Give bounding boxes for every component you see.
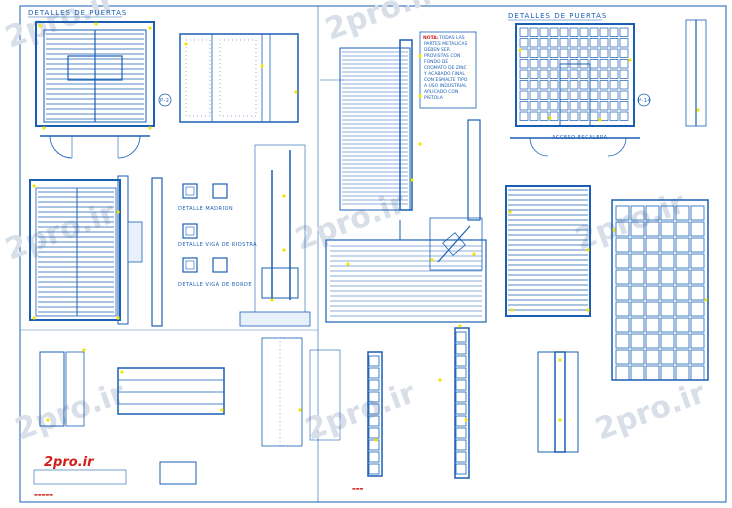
door-elevation-lower-left: [29, 175, 163, 327]
dimension-marker: [116, 316, 120, 320]
dimension-marker: [270, 298, 274, 302]
dimension-marker: [282, 248, 286, 252]
note-line-6: CROMATO DE ZINC: [424, 65, 467, 71]
bottom-left-details: [33, 351, 225, 485]
note-line-10: APLICADO CON: [424, 89, 458, 95]
dimension-marker: [294, 90, 298, 94]
dimension-marker: [374, 438, 378, 442]
dimension-marker: [282, 194, 286, 198]
watermark-5: 2pro.ir: [571, 185, 691, 257]
note-line-5: FONDO DE: [424, 59, 448, 65]
dimension-marker: [418, 142, 422, 146]
title-left: DETALLES DE PUERTAS: [28, 9, 127, 17]
dimension-marker: [558, 418, 562, 422]
section-mark-middle: ▬▬▬: [352, 486, 364, 491]
note-line-3: DEBEN SER: [424, 47, 450, 53]
door-section-top: [179, 33, 299, 123]
dimension-marker: [472, 252, 476, 256]
dimension-marker: [458, 324, 462, 328]
dimension-marker: [508, 210, 512, 214]
dimension-marker: [704, 298, 708, 302]
dimension-marker: [38, 24, 42, 28]
lower-middle-details: [261, 327, 579, 479]
dimension-marker: [430, 258, 434, 262]
beam-details: [182, 183, 228, 273]
dimension-marker: [464, 418, 468, 422]
dimension-marker: [510, 308, 514, 312]
logo: 2pro.ir: [44, 455, 95, 470]
label-detalle-viga-borde: DETALLE VIGA DE BORDE: [178, 282, 252, 288]
note-line-11: PISTOLA: [424, 95, 444, 101]
door-elevation-lower-right: [505, 185, 709, 381]
dimension-marker: [46, 418, 50, 422]
tag-p14: [637, 93, 651, 107]
dimension-marker: [42, 126, 46, 130]
dimension-marker: [586, 248, 590, 252]
dimension-marker: [148, 126, 152, 130]
column-section-middle: [429, 119, 483, 271]
svg-text:P-2: P-2: [160, 98, 169, 104]
note-line-2: PARTES METALICAS: [424, 41, 467, 47]
dimension-marker: [438, 378, 442, 382]
dimension-marker: [120, 370, 124, 374]
note-heading: NOTA:: [423, 35, 439, 41]
dimension-marker: [418, 94, 422, 98]
note-line-8: CON ESMALTE TIPO: [424, 77, 468, 83]
dimension-marker: [116, 210, 120, 214]
door-elevation-p2: P-2: [35, 21, 172, 159]
watermark-8: 2pro.ir: [591, 375, 711, 447]
dimension-marker: [184, 42, 188, 46]
note-line-1: TODAS LAS: [438, 35, 465, 41]
sheet-border: [19, 5, 727, 503]
dimension-marker: [418, 54, 422, 58]
dimension-marker: [612, 228, 616, 232]
dimension-marker: [94, 22, 98, 26]
label-detalle-madrion: DETALLE MADRION: [178, 206, 233, 212]
dimension-marker: [260, 64, 264, 68]
door-elevation-p14: P-14: [510, 19, 707, 157]
label-acceso-escalera: ACCESO ESCALERA: [552, 135, 608, 141]
dimension-marker: [32, 184, 36, 188]
dimension-marker: [410, 178, 414, 182]
dimension-marker: [558, 358, 562, 362]
watermark-7: 2pro.ir: [301, 375, 421, 447]
section-mark-left: ▬▬▬▬▬: [34, 492, 53, 497]
title-right: DETALLES DE PUERTAS: [508, 12, 607, 20]
note-line-9: A USO INDUSTRIAL: [424, 83, 467, 89]
note-line-7: Y ACABADO FINAL: [423, 71, 465, 77]
dimension-marker: [518, 48, 522, 52]
dimension-markers: [32, 22, 708, 442]
label-detalle-viga-riostra: DETALLE VIGA DE RIOSTRA: [178, 242, 257, 248]
note-line-4: PROVISTAS CON: [424, 53, 460, 59]
dimension-marker: [696, 108, 700, 112]
dimension-marker: [548, 116, 552, 120]
middle-section-elevation: [320, 39, 487, 323]
dimension-marker: [148, 26, 152, 30]
dimension-marker: [298, 408, 302, 412]
watermark-6: 2pro.ir: [11, 375, 131, 447]
svg-text:P-14: P-14: [638, 98, 651, 104]
dimension-marker: [628, 58, 632, 62]
wall-section-left: [239, 144, 311, 327]
dimension-marker: [346, 262, 350, 266]
tag-p2: [158, 93, 172, 107]
dimension-marker: [586, 308, 590, 312]
note-box: NOTA: TODAS LAS PARTES METALICAS DEBEN S…: [419, 31, 477, 109]
dimension-marker: [598, 118, 602, 122]
dimension-marker: [32, 316, 36, 320]
dimension-marker: [220, 408, 224, 412]
dimension-marker: [82, 348, 86, 352]
